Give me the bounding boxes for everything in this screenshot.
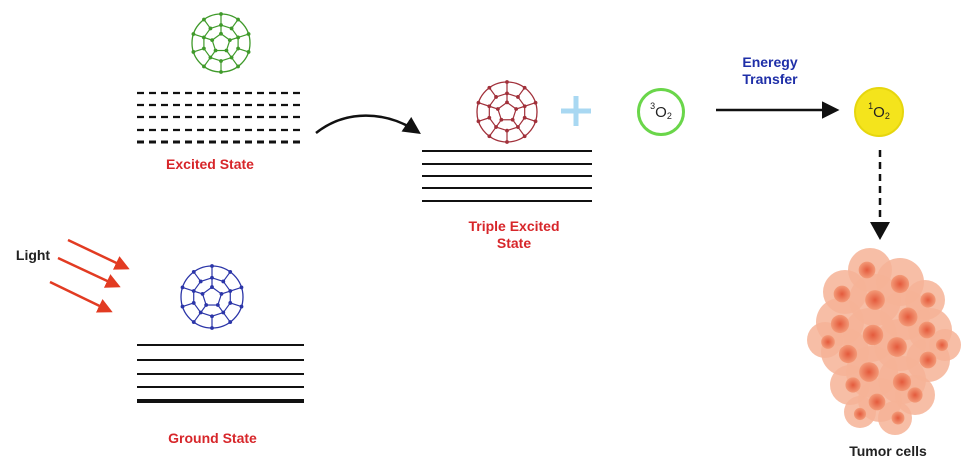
light-label: Light bbox=[15, 247, 51, 263]
ground-energy-levels bbox=[137, 344, 304, 403]
tumor-cells-icon bbox=[807, 248, 961, 435]
plus-icon bbox=[561, 96, 591, 126]
triple-excited-state-label: Triple Excited State bbox=[468, 218, 560, 251]
tumor-cells-label: Tumor cells bbox=[849, 443, 927, 459]
triplet-energy-levels bbox=[422, 150, 592, 202]
light-ray-arrow bbox=[57, 256, 121, 288]
dashed-arrow-head bbox=[870, 222, 890, 240]
fullerene-ground-icon bbox=[180, 264, 244, 330]
light-ray-arrow bbox=[67, 238, 130, 270]
light-ray-arrow bbox=[49, 280, 113, 313]
intersystem-crossing-arrow bbox=[315, 114, 421, 134]
energy-transfer-label: Eneregy Transfer bbox=[742, 54, 798, 87]
fullerene-triplet-icon bbox=[476, 80, 538, 144]
light-rays bbox=[49, 238, 130, 313]
ground-state-label: Ground State bbox=[168, 430, 257, 446]
excited-energy-levels bbox=[137, 91, 302, 144]
excited-state-label: Excited State bbox=[166, 156, 254, 172]
fullerene-excited-icon bbox=[191, 12, 251, 74]
